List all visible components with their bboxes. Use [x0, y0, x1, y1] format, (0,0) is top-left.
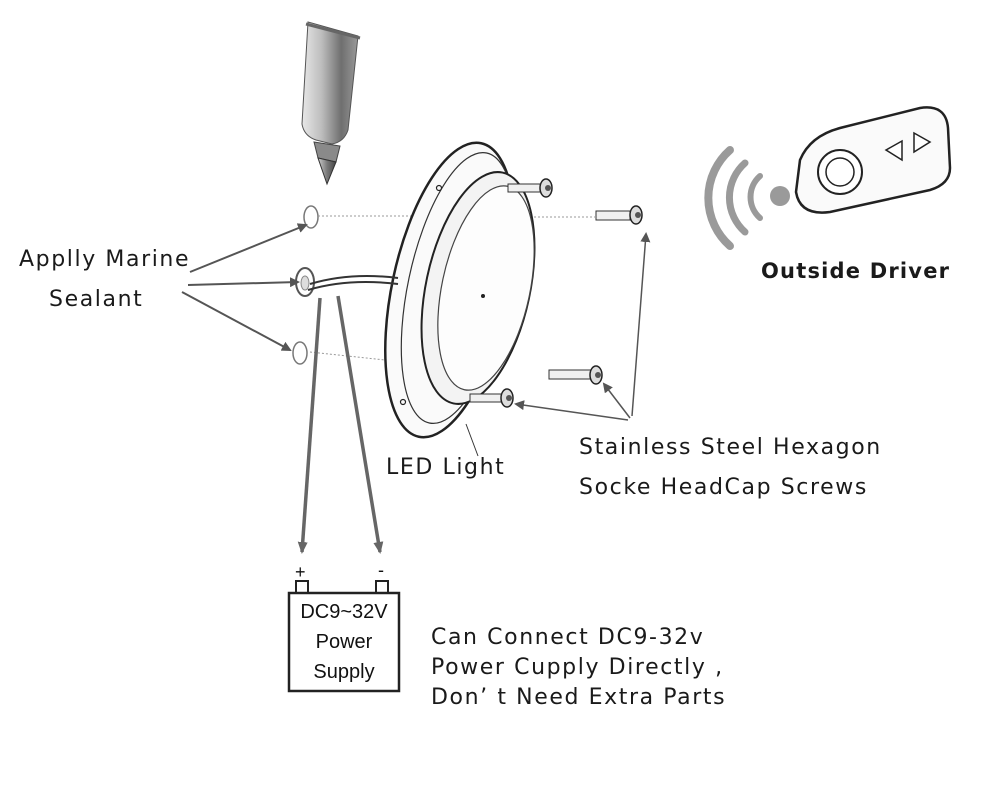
battery-icon	[287, 580, 401, 693]
positive-terminal-label: +	[295, 562, 306, 582]
mounting-hole-top	[303, 205, 319, 229]
power-supply-line2: Power	[315, 631, 373, 653]
sealant-label-line1: Applly Marine	[19, 247, 191, 272]
power-supply-line1: DC9~32V	[300, 601, 388, 623]
mounting-holes	[292, 205, 319, 365]
note-line1: Can Connect DC9-32v	[431, 625, 705, 650]
wireless-signal-icon	[704, 146, 790, 250]
negative-terminal-label: -	[378, 560, 384, 580]
remote-control-icon	[794, 106, 952, 214]
led-light-fixture	[307, 141, 536, 457]
screw-icon	[469, 178, 643, 408]
mounting-hole-bottom	[292, 341, 308, 365]
note-line2: Power Cupply Directly ,	[431, 655, 724, 680]
outside-driver-label: Outside Driver	[761, 259, 951, 283]
screws-label-line2: Socke HeadCap Screws	[579, 475, 868, 500]
led-light-label: LED Light	[386, 455, 506, 480]
screws-label-line1: Stainless Steel Hexagon	[579, 435, 882, 460]
sealant-tube-icon	[301, 21, 361, 186]
note-line3: Don’ t Need Extra Parts	[431, 685, 727, 710]
sealant-label-line2: Sealant	[49, 287, 144, 312]
power-supply-line3: Supply	[313, 661, 375, 683]
